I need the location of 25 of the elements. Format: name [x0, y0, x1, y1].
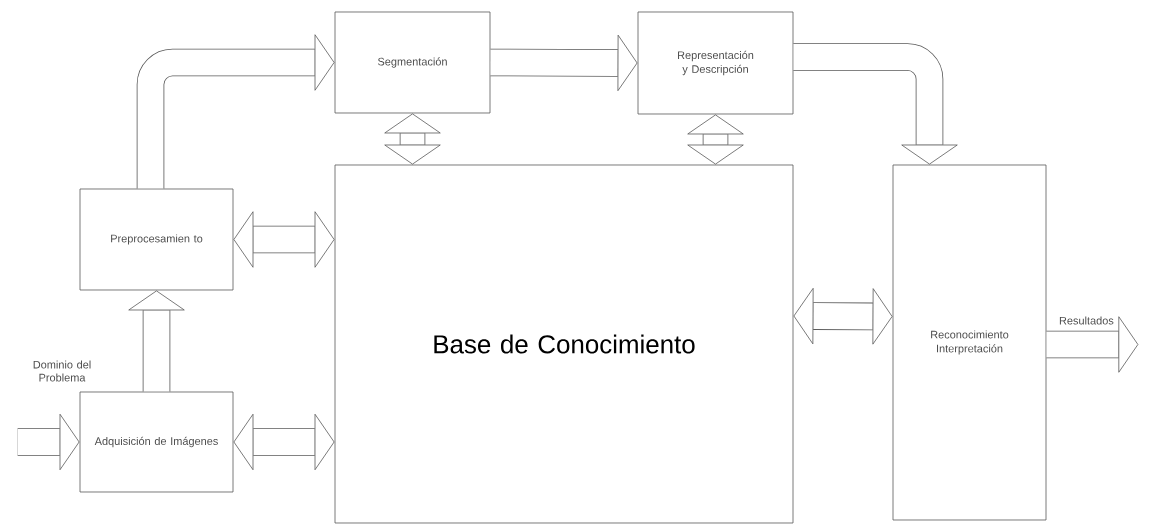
edge-label: Resultados — [1059, 316, 1114, 325]
block-arrow — [687, 114, 744, 165]
block-arrow — [384, 113, 441, 165]
box-label: Adquisición de Imágenes — [94, 436, 218, 448]
text-label: Dominio del Problema — [33, 360, 91, 382]
knowledge-base-box — [334, 164, 794, 524]
block-arrow — [17, 413, 80, 471]
box-label: Reconocimiento Interpretación — [931, 330, 1009, 355]
box-label: Representación y Descripción — [678, 50, 754, 76]
process-box — [892, 164, 1047, 521]
block-arrow — [793, 43, 958, 165]
process-box — [79, 188, 234, 291]
heading-text: Base de Conocimiento — [434, 334, 695, 354]
block-arrow — [490, 34, 638, 92]
block-arrow — [1046, 316, 1139, 373]
process-box — [637, 11, 794, 115]
box-label: Segmentación — [378, 57, 447, 68]
process-box — [79, 391, 234, 493]
process-box — [334, 11, 491, 114]
box-label: Preprocesamien to — [111, 234, 203, 245]
block-arrow — [233, 211, 335, 268]
block-arrow — [793, 287, 893, 345]
block-arrow — [136, 34, 335, 189]
block-arrow — [233, 413, 335, 471]
block-arrow — [128, 290, 185, 392]
